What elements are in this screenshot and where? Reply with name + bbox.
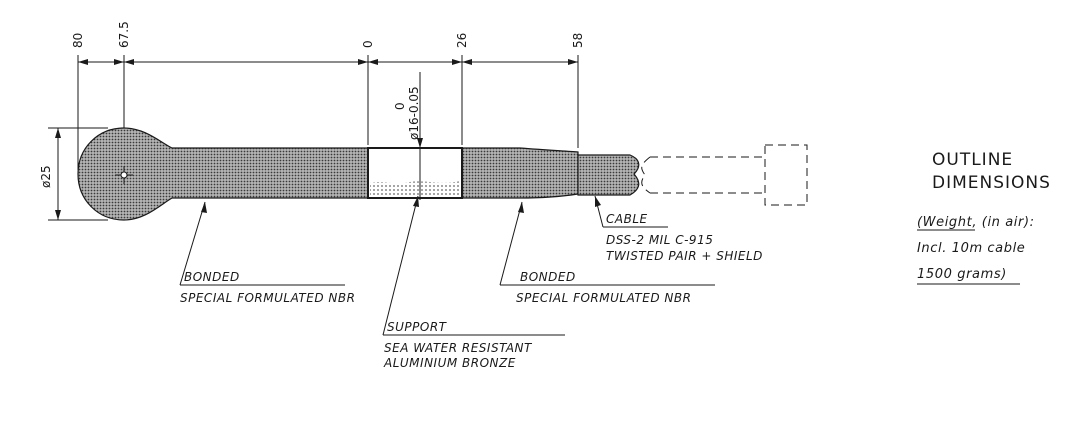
dim-26: 26: [455, 33, 469, 48]
label-cable-spec-1: DSS-2 MIL C-915: [606, 233, 713, 247]
weight-note-line-1: (Weight, (in air):: [917, 215, 1035, 230]
cable-continuation: [641, 144, 808, 206]
label-support: SUPPORT: [387, 320, 448, 334]
leaders: [179, 195, 715, 336]
label-support-material-1: SEA WATER RESISTANT: [384, 341, 533, 355]
label-bonded-left-material: SPECIAL FORMULATED NBR: [180, 291, 355, 305]
diameter-dimension-center: [417, 72, 423, 200]
title-line-1: OUTLINE: [932, 150, 1013, 170]
diameter-dimension-left: [48, 127, 108, 221]
title-line-2: DIMENSIONS: [932, 173, 1051, 193]
dim-58: 58: [571, 33, 585, 48]
dim-diameter-16: ø16-0.05: [407, 86, 421, 140]
label-support-material-2: ALUMINIUM BRONZE: [383, 356, 516, 370]
dim-0: 0: [361, 40, 375, 48]
weight-note-line-3: 1500 grams): [917, 267, 1007, 282]
label-bonded-right: BONDED: [520, 270, 576, 284]
dim-67-5: 67.5: [117, 21, 131, 48]
label-bonded-left: BONDED: [184, 270, 240, 284]
label-bonded-right-material: SPECIAL FORMULATED NBR: [516, 291, 691, 305]
dim-center-0: 0: [393, 102, 407, 110]
dim-80: 80: [71, 33, 85, 48]
hydrophone-body: [77, 127, 640, 221]
top-dimension-lines: [77, 55, 579, 175]
dim-diameter-25: ø25: [39, 165, 53, 188]
label-cable-spec-2: TWISTED PAIR + SHIELD: [606, 249, 763, 263]
label-cable: CABLE: [606, 212, 648, 226]
weight-note-line-2: Incl. 10m cable: [917, 241, 1025, 256]
